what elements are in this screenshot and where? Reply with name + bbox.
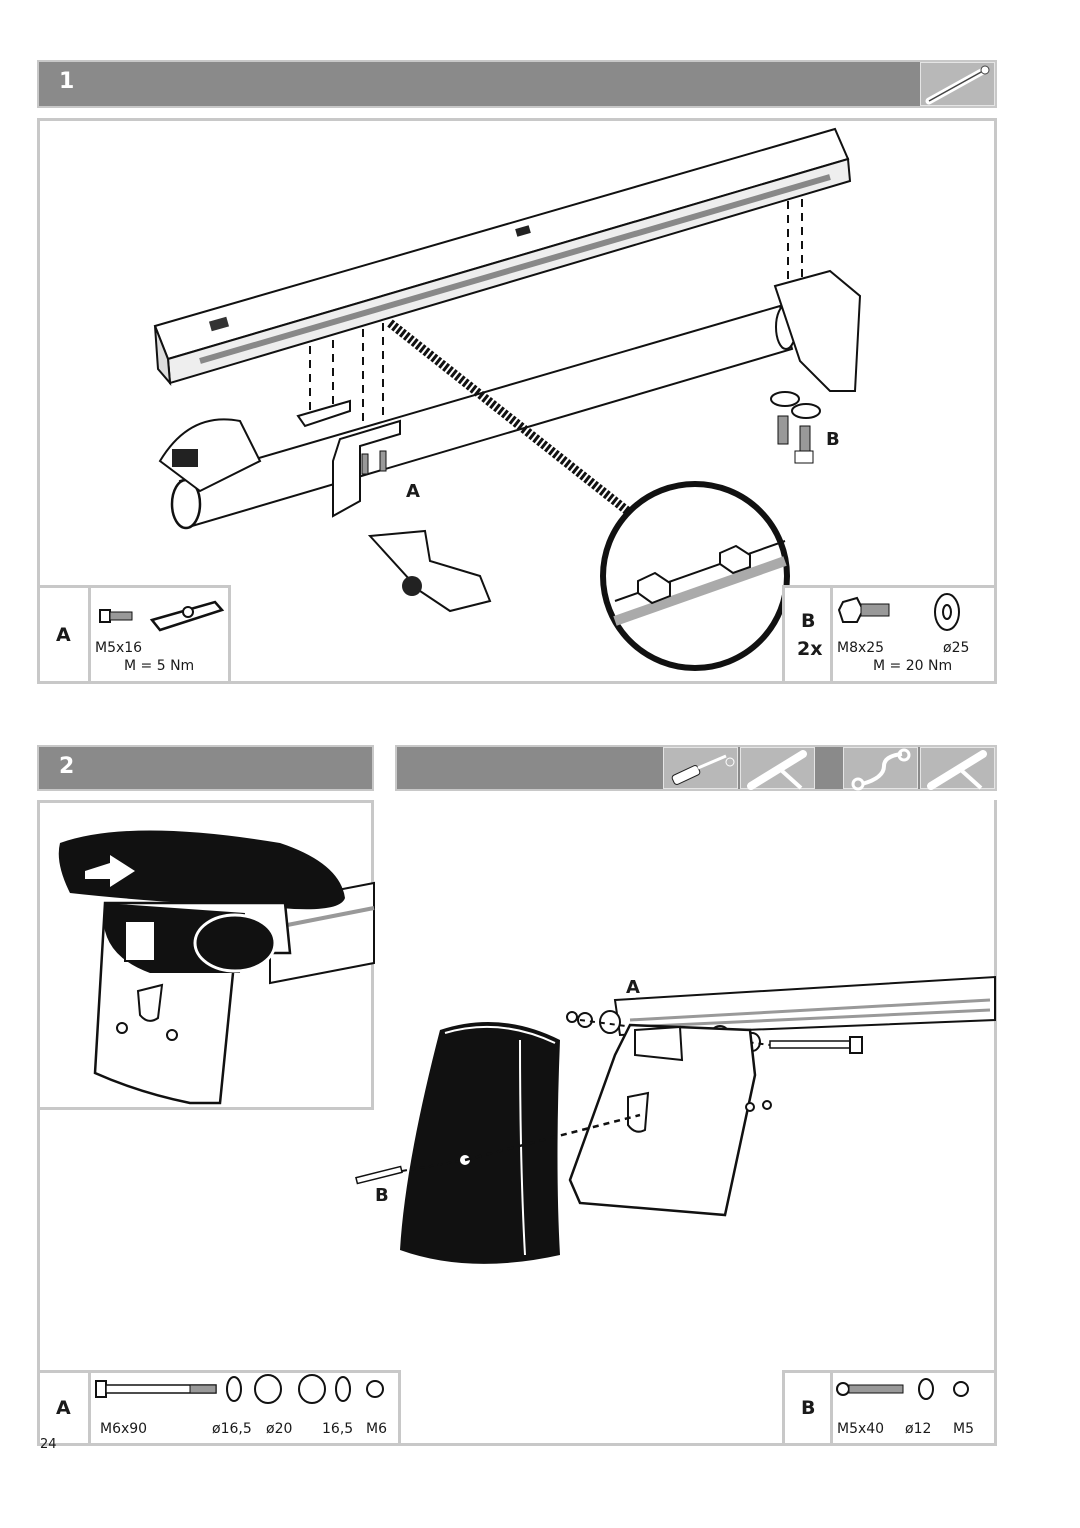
step-1-legend-b: B 2x M8x25 ø25 M = 20 Nm — [782, 585, 997, 684]
step-2-number: 2 — [59, 754, 75, 779]
step-2-legend-b: B M5x40 ø12 M5 — [782, 1370, 997, 1446]
step-2-exploded-drawing: A B — [330, 965, 997, 1275]
step-2-callout-b: B — [375, 1185, 389, 1206]
step-1-legend-a: A M5x16 M = 5 Nm — [37, 585, 231, 684]
step-1-header: 1 — [37, 60, 997, 108]
step-2-legend-a: A M6x90 ø16,5 ø20 16,5 M6 — [37, 1370, 401, 1446]
legend-b-bolt: M8x25 — [837, 640, 885, 656]
bolt-and-washer-icon — [837, 593, 960, 631]
bolt-washers-spacers-nut-icon — [95, 1374, 384, 1404]
step-2-header: 2 — [37, 745, 374, 791]
legend-a-torque: M = 5 Nm — [124, 658, 195, 674]
legend-a-bolt: M6x90 — [100, 1421, 148, 1437]
legend-b-letter: B — [801, 610, 816, 632]
legend-b-screw: M5x40 — [837, 1421, 885, 1437]
legend-a-spacer-20: ø20 — [266, 1421, 293, 1437]
legend-a-spacer-16-5: 16,5 — [322, 1421, 354, 1437]
legend-b-torque: M = 20 Nm — [873, 658, 953, 674]
bolt-and-plate-icon — [99, 600, 225, 632]
allen-key-icon — [920, 62, 995, 106]
step-1-callout-a: A — [406, 481, 420, 502]
box-spanner-icon — [740, 747, 815, 790]
legend-a-letter: A — [56, 1397, 71, 1419]
roof-bar-assembly-drawing — [153, 127, 862, 671]
legend-a-nut: M6 — [366, 1421, 387, 1437]
screw-washer-nut-icon — [836, 1378, 969, 1400]
legend-a-washer: ø16,5 — [212, 1421, 252, 1437]
foot-cover-detail-drawing — [58, 830, 375, 1105]
legend-a-letter: A — [56, 624, 71, 646]
box-spanner-icon — [920, 747, 995, 790]
legend-b-washer: ø25 — [943, 640, 970, 656]
legend-a-bolt: M5x16 — [95, 640, 143, 656]
legend-b-washer: ø12 — [905, 1421, 932, 1437]
ring-spanner-icon — [843, 747, 918, 791]
page-number: 24 — [40, 1437, 57, 1452]
legend-b-quantity: 2x — [797, 638, 823, 660]
screwdriver-icon — [663, 747, 738, 789]
legend-b-nut: M5 — [953, 1421, 974, 1437]
step-1-callout-b: B — [826, 429, 840, 450]
legend-b-letter: B — [801, 1397, 816, 1419]
step-1-number: 1 — [59, 69, 75, 94]
step-2-detail-panel — [37, 800, 375, 1110]
step-2-callout-a: A — [626, 977, 640, 998]
step-1-illustration-panel: A B — [37, 118, 997, 684]
